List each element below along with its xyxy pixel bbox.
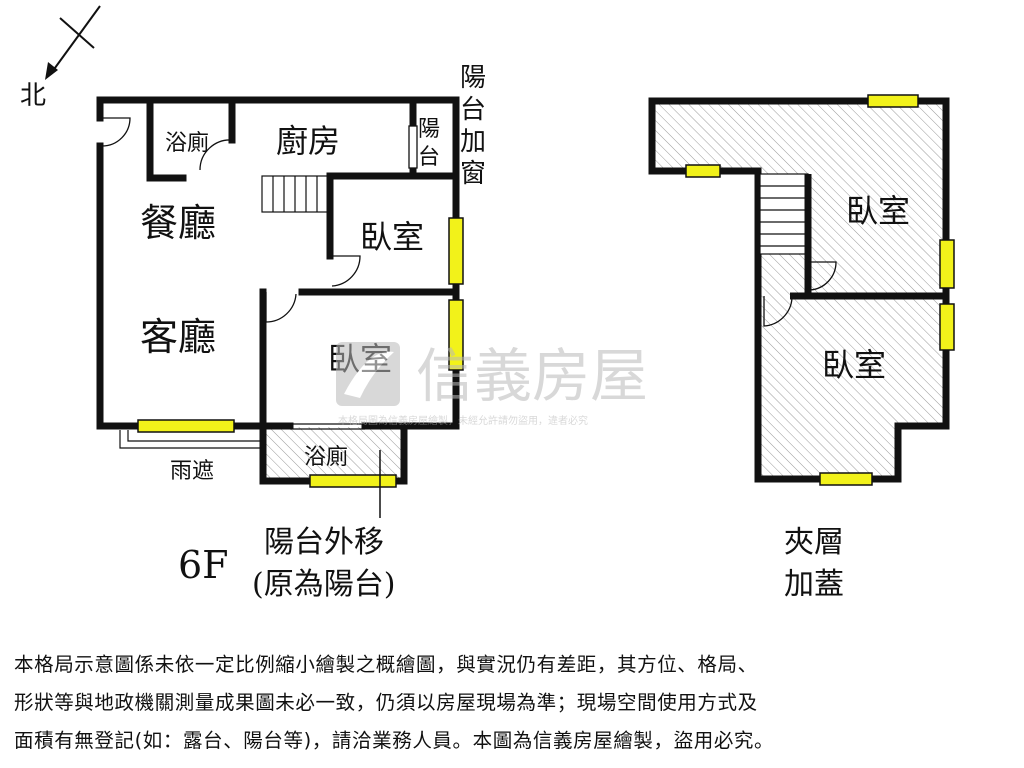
stairs-6f	[261, 175, 331, 213]
balcony-window-label-2: 台	[460, 95, 486, 125]
windows-6f	[137, 217, 464, 488]
compass-cross-line	[59, 17, 95, 49]
mezz-bedroom-top-label: 臥室	[846, 192, 910, 230]
watermark-logo-mark-icon	[344, 351, 394, 398]
window-bedroom-b	[448, 299, 464, 371]
balcony-window-label-3: 加	[460, 127, 486, 157]
mezzanine-stair-treads	[760, 185, 808, 247]
room-living-label: 客廳	[140, 315, 216, 359]
mezzanine-stairs	[759, 173, 809, 255]
window-mezz-right-a	[939, 239, 955, 289]
door-entrance	[100, 117, 131, 147]
door-bedroom-b	[265, 292, 297, 323]
wall-bath-top-left	[146, 96, 187, 182]
window-bedroom-a	[448, 217, 464, 285]
floor-mezzanine: 臥室 臥室 夾層 加蓋	[648, 94, 955, 602]
walls-6f	[96, 96, 460, 485]
door-bath-top	[199, 139, 233, 171]
floor-6f: 浴廁 廚房 餐廳 客廳 臥室 臥室 浴廁 陽 台 陽 台 加 窗 雨遮 陽台外移…	[96, 63, 486, 602]
window-living	[137, 419, 235, 433]
balcony-moved-label: 陽台外移	[264, 525, 384, 560]
balcony-window-label-1: 陽	[460, 63, 486, 93]
balcony-window-label-4: 窗	[460, 159, 486, 189]
compass-north-label: 北	[20, 81, 46, 111]
mezzanine-outline	[648, 97, 950, 483]
mezzanine-label-2: 加蓋	[784, 567, 844, 602]
watermark-notice: 本格局圖為信義房屋繪製，未經允許請勿盜用，違者必究	[338, 414, 588, 427]
door-small-balcony	[408, 125, 418, 169]
wall-north-east	[96, 96, 460, 430]
window-mezz-left	[685, 164, 721, 178]
disclaimer-line-3: 面積有無登記(如：露台、陽台等)，請洽業務人員。本圖為信義房屋繪製，盜用必究。	[14, 729, 775, 752]
canopy-label: 雨遮	[170, 459, 214, 484]
watermark: 信義房屋 本格局圖為信義房屋繪製，未經允許請勿盜用，違者必究	[336, 342, 648, 427]
small-balcony-label-2: 台	[418, 145, 440, 170]
doors-6f	[100, 117, 418, 430]
compass-arrow-head-icon	[45, 62, 58, 80]
disclaimer-line-1: 本格局示意圖係未依一定比例縮小繪製之概繪圖，與實況仍有差距，其方位、格局、	[14, 653, 758, 676]
watermark-brand: 信義房屋	[416, 342, 648, 410]
window-mezz-top	[867, 94, 919, 108]
mezzanine-windows	[685, 94, 955, 486]
canopy-lines	[119, 430, 262, 449]
room-bath-top-label: 浴廁	[165, 131, 209, 156]
mezzanine-doors	[763, 261, 837, 327]
door-bedroom-a	[330, 255, 361, 287]
window-mezz-right-b	[939, 303, 955, 351]
disclaimer-line-2: 形狀等與地政機關測量成果圖未必一致，仍須以房屋現場為準；現場空間使用方式及	[14, 691, 758, 714]
window-mezz-bottom	[819, 472, 873, 486]
disclaimer: 本格局示意圖係未依一定比例縮小繪製之概繪圖，與實況仍有差距，其方位、格局、 形狀…	[14, 646, 1014, 760]
compass-arrow-line	[51, 5, 101, 73]
floor-plan-drawing: 北	[20, 5, 955, 602]
small-balcony-label-1: 陽	[418, 117, 440, 142]
door-bath-bottom-sliding	[290, 423, 365, 430]
mezzanine-label-1: 夾層	[784, 525, 844, 560]
room-dining-label: 餐廳	[140, 201, 216, 245]
room-bedroom-a-label: 臥室	[360, 218, 424, 256]
mezz-bedroom-bottom-label: 臥室	[822, 346, 886, 384]
room-bath-bottom-label: 浴廁	[304, 445, 348, 470]
room-kitchen-label: 廚房	[276, 122, 340, 160]
compass: 北	[20, 5, 101, 111]
balcony-moved-note: (原為陽台)	[252, 567, 395, 602]
window-bath-bottom	[309, 474, 397, 488]
floor-label-6f: 6F	[178, 543, 229, 587]
